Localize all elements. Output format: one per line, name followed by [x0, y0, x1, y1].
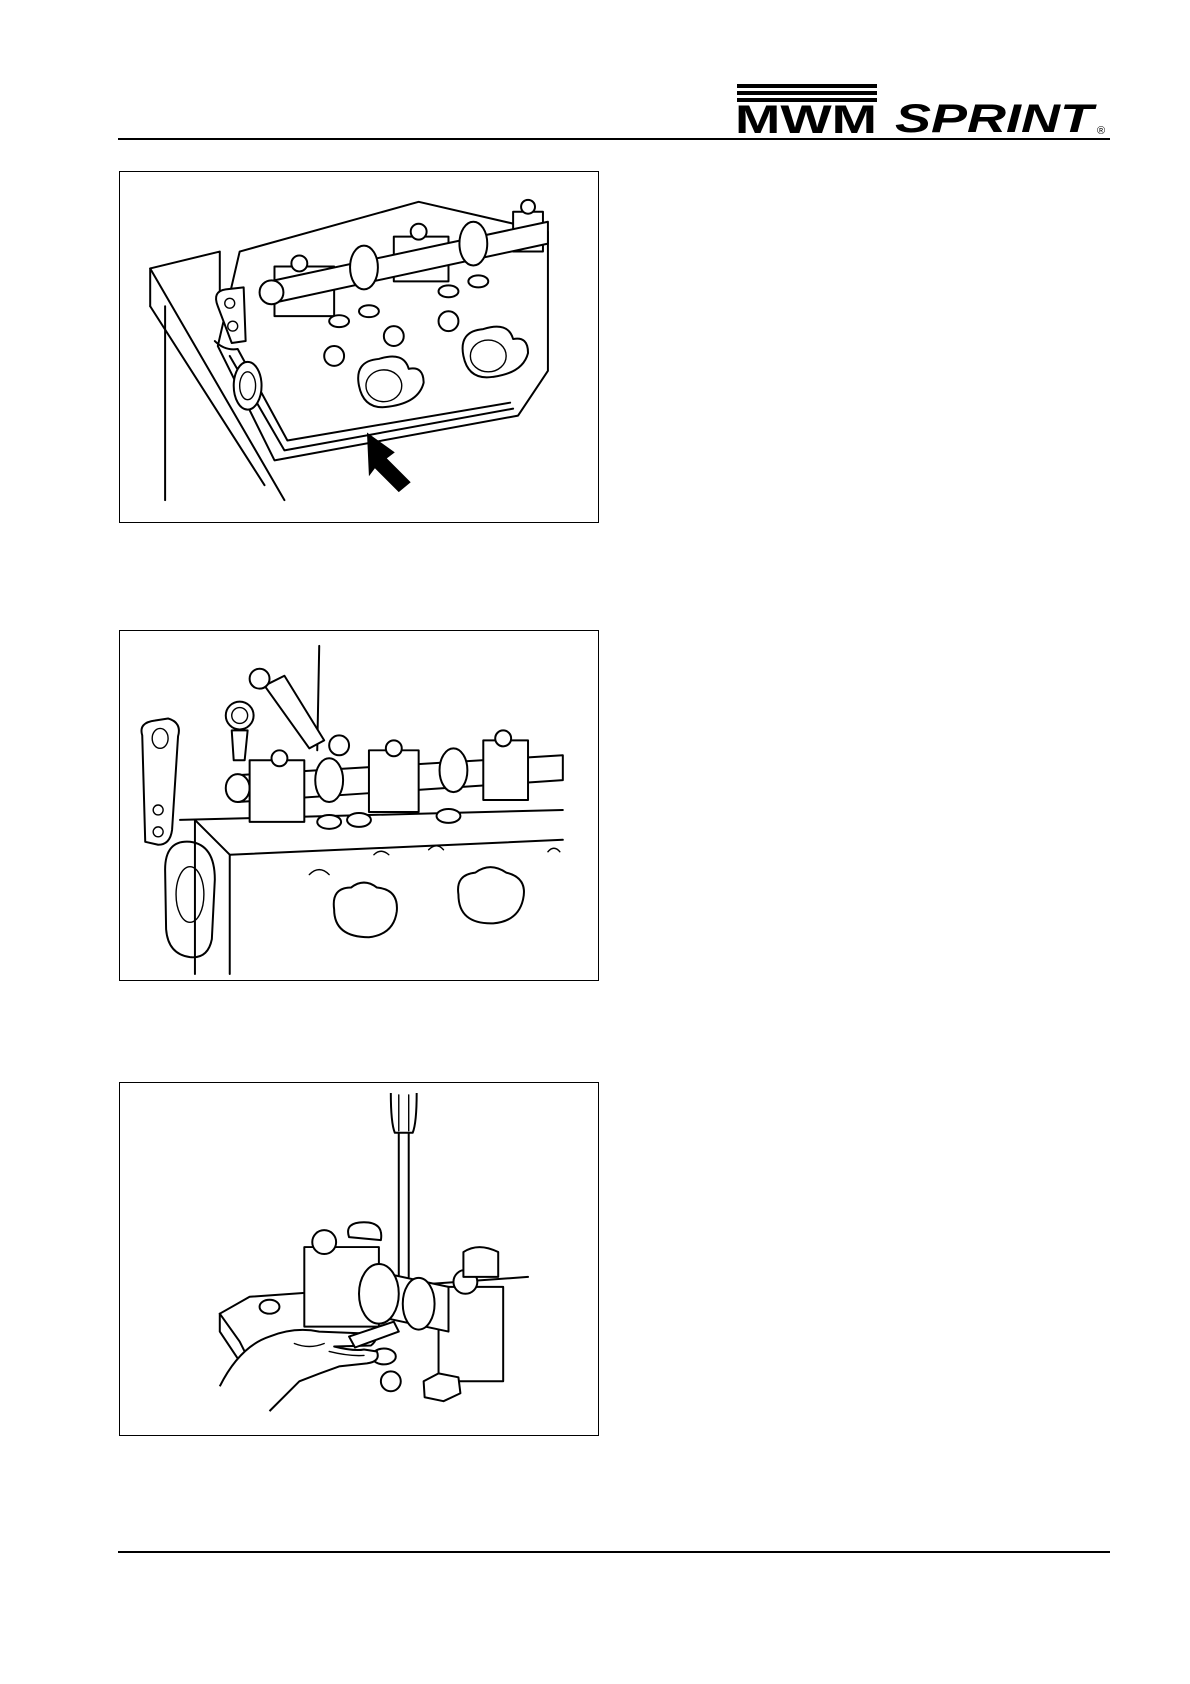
figure-camshaft-cylinder-head: [119, 171, 599, 523]
header-rule: [118, 138, 1110, 140]
footer-rule: [118, 1551, 1110, 1553]
logo-brand: MWM: [735, 98, 877, 136]
dial-gauge-illustration: [120, 631, 598, 980]
logo-product: SPRINT: [895, 97, 1098, 136]
figure-screwdriver-feeler: [119, 1082, 599, 1436]
logo-registered-mark: ®: [1097, 125, 1105, 136]
arrow-icon: [367, 433, 411, 493]
mwm-sprint-logo: MWM SPRINT ®: [735, 84, 1110, 136]
screwdriver-illustration: [120, 1083, 598, 1435]
camshaft-head-illustration: [120, 172, 598, 522]
figure-dial-gauge-camshaft: [119, 630, 599, 981]
